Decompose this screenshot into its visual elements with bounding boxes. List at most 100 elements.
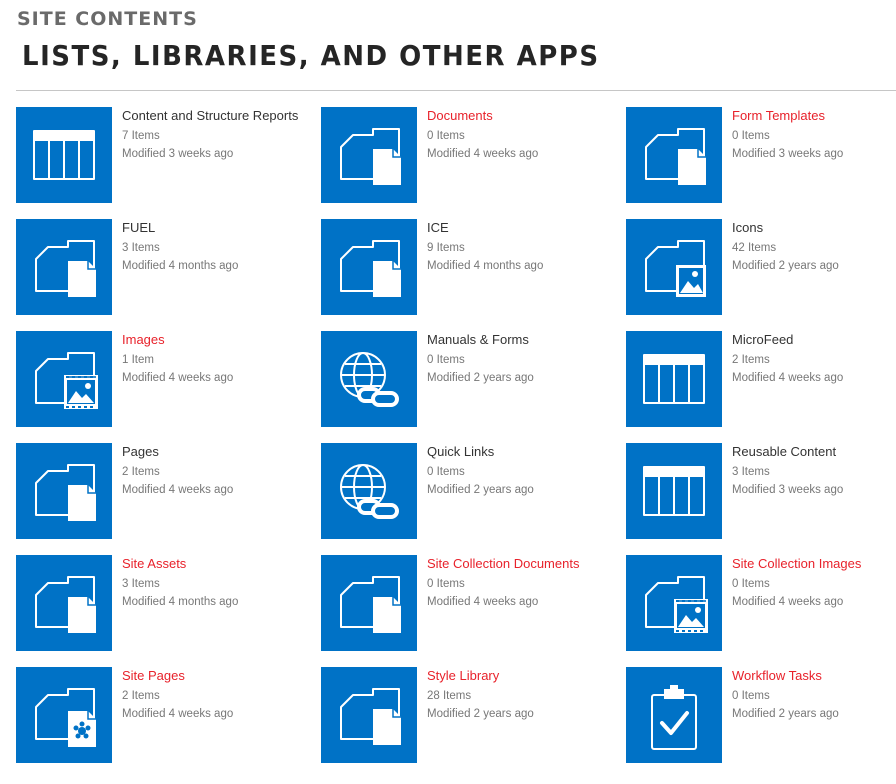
- app-tile-icon-link[interactable]: [16, 667, 112, 763]
- app-modified-date: Modified 4 weeks ago: [122, 372, 234, 384]
- app-item-count: 0 Items: [427, 130, 465, 142]
- document-library-icon: [645, 128, 706, 185]
- image-library-icon: [645, 576, 708, 633]
- app-name-link[interactable]: Icons: [732, 220, 764, 235]
- app-item-count: 9 Items: [427, 242, 465, 254]
- links-icon: [340, 464, 399, 519]
- header-divider: [16, 90, 896, 91]
- app-name-link[interactable]: Content and Structure Reports: [122, 108, 299, 123]
- tasks-icon: [651, 685, 697, 750]
- app-modified-date: Modified 2 years ago: [427, 708, 534, 720]
- app-tile-icon-link[interactable]: [626, 443, 722, 539]
- app-tile-icon-link[interactable]: [16, 555, 112, 651]
- app-name-link[interactable]: Documents: [427, 108, 493, 123]
- app-tile-icon-link[interactable]: [321, 331, 417, 427]
- app-tile-icon-link[interactable]: [321, 667, 417, 763]
- app-tile-icon-link[interactable]: [16, 443, 112, 539]
- app-name-link[interactable]: Site Collection Documents: [427, 556, 580, 571]
- app-item-count: 42 Items: [732, 242, 777, 254]
- app-name-link[interactable]: Form Templates: [732, 108, 825, 123]
- app-name-link[interactable]: Images: [122, 332, 165, 347]
- app-tile-icon-link[interactable]: [626, 667, 722, 763]
- app-tile-icon-link[interactable]: [626, 107, 722, 203]
- app-name-link[interactable]: Site Pages: [122, 668, 185, 683]
- app-item-count: 28 Items: [427, 690, 472, 702]
- app-item-count: 0 Items: [427, 578, 465, 590]
- document-library-icon: [35, 240, 96, 297]
- app-item-count: 0 Items: [427, 466, 465, 478]
- app-item-count: 0 Items: [732, 130, 770, 142]
- app-modified-date: Modified 4 weeks ago: [122, 708, 234, 720]
- app-name-link[interactable]: Pages: [122, 444, 159, 459]
- app-name-link[interactable]: Workflow Tasks: [732, 668, 822, 683]
- app-tile-icon-link[interactable]: [16, 219, 112, 315]
- app-tile-icon-link[interactable]: [321, 555, 417, 651]
- app-name-link[interactable]: Site Collection Images: [732, 556, 862, 571]
- app-tile-icon-link[interactable]: [321, 443, 417, 539]
- app-tile-icon-link[interactable]: [626, 555, 722, 651]
- breadcrumb-site-contents[interactable]: SITE CONTENTS: [17, 8, 198, 30]
- document-library-icon: [35, 576, 96, 633]
- document-library-icon: [35, 464, 96, 521]
- wiki-pages-icon: [35, 688, 96, 747]
- app-name-link[interactable]: FUEL: [122, 220, 156, 235]
- app-modified-date: Modified 2 years ago: [427, 372, 534, 384]
- app-tile-icon-link[interactable]: [626, 331, 722, 427]
- app-item-count: 0 Items: [732, 578, 770, 590]
- app-tile-icon-link[interactable]: [16, 331, 112, 427]
- app-item-count: 3 Items: [122, 578, 160, 590]
- app-name-link[interactable]: Reusable Content: [732, 444, 837, 459]
- app-tile-icon-link[interactable]: [321, 219, 417, 315]
- page-title: LISTS, LIBRARIES, AND OTHER APPS: [22, 41, 600, 73]
- app-modified-date: Modified 4 weeks ago: [732, 372, 844, 384]
- app-tile-icon-link[interactable]: [626, 219, 722, 315]
- app-modified-date: Modified 3 weeks ago: [732, 148, 844, 160]
- image-library-icon: [35, 352, 98, 409]
- app-name-link[interactable]: MicroFeed: [732, 332, 794, 347]
- app-name-link[interactable]: Site Assets: [122, 556, 187, 571]
- app-modified-date: Modified 4 weeks ago: [427, 596, 539, 608]
- app-name-link[interactable]: Style Library: [427, 668, 500, 683]
- app-modified-date: Modified 2 years ago: [732, 708, 839, 720]
- list-icon: [33, 130, 95, 180]
- document-library-icon: [340, 688, 401, 745]
- app-name-link[interactable]: ICE: [427, 220, 449, 235]
- app-item-count: 7 Items: [122, 130, 160, 142]
- app-item-count: 0 Items: [427, 354, 465, 366]
- app-item-count: 3 Items: [122, 242, 160, 254]
- list-icon: [643, 466, 705, 516]
- app-tile-icon-link[interactable]: [321, 107, 417, 203]
- app-modified-date: Modified 4 weeks ago: [732, 596, 844, 608]
- app-modified-date: Modified 4 weeks ago: [122, 484, 234, 496]
- app-tile-icon-link[interactable]: [16, 107, 112, 203]
- app-name-link[interactable]: Quick Links: [427, 444, 495, 459]
- app-modified-date: Modified 2 years ago: [427, 484, 534, 496]
- app-item-count: 2 Items: [122, 690, 160, 702]
- app-name-link[interactable]: Manuals & Forms: [427, 332, 529, 347]
- app-modified-date: Modified 4 weeks ago: [427, 148, 539, 160]
- app-modified-date: Modified 4 months ago: [427, 260, 544, 272]
